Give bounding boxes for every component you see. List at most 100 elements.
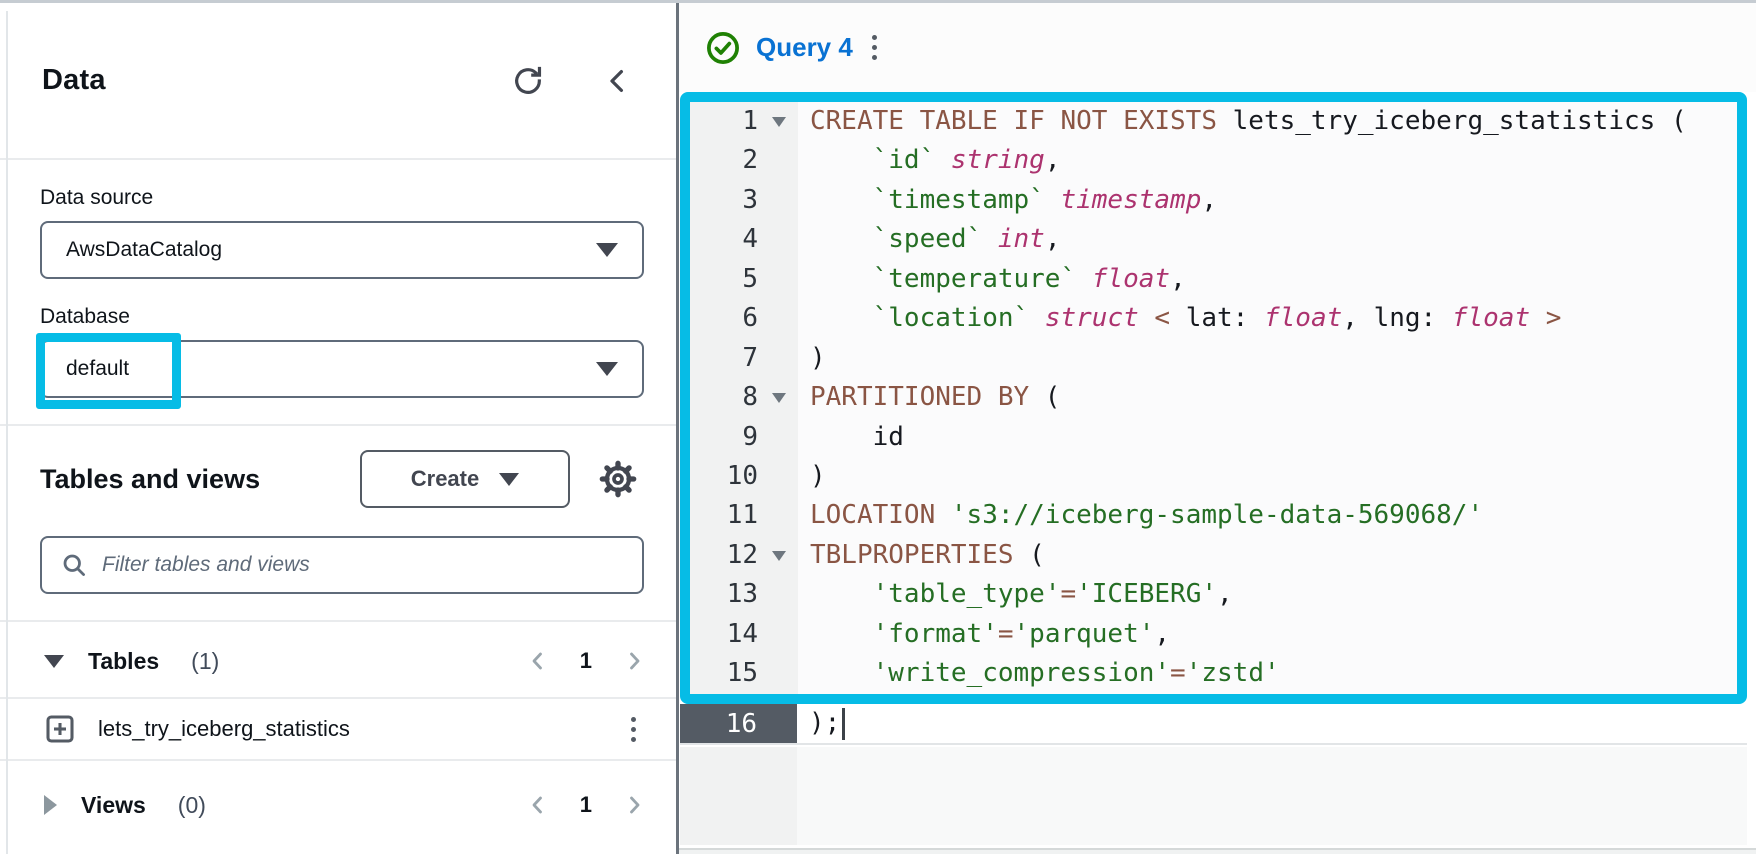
tables-page-number: 1 <box>579 648 592 673</box>
chevron-left-icon[interactable] <box>526 792 550 818</box>
database-label: Database <box>40 305 130 328</box>
create-button[interactable]: Create <box>360 450 570 508</box>
line-number[interactable]: 5 <box>690 259 798 300</box>
code-fold-icon[interactable] <box>772 393 786 404</box>
code-text[interactable]: PARTITIONED BY ( <box>810 382 1061 413</box>
code-line[interactable]: 15 'write_compression'='zstd' <box>690 654 1737 694</box>
table-name[interactable]: lets_try_iceberg_statistics <box>98 716 350 741</box>
divider <box>0 620 676 622</box>
line-number[interactable]: 13 <box>690 575 798 615</box>
code-text[interactable]: 'write_compression'='zstd' <box>872 658 1280 689</box>
settings-button[interactable] <box>598 459 638 499</box>
divider <box>0 158 676 160</box>
chevron-down-icon <box>499 472 520 486</box>
chevron-right-icon[interactable] <box>622 792 646 818</box>
gear-icon <box>598 459 638 499</box>
query-editor: Query 4 1 CREATE TABLE IF NOT EXISTS lets… <box>679 3 1756 854</box>
line-number[interactable]: 2 <box>690 141 798 181</box>
refresh-icon <box>512 65 544 97</box>
data-sidebar: Data <box>0 3 676 854</box>
code-text[interactable]: id <box>810 421 904 452</box>
code-text[interactable]: ) <box>810 342 826 373</box>
tables-and-views-heading: Tables and views <box>40 463 261 494</box>
code-line[interactable]: 1 CREATE TABLE IF NOT EXISTS lets_try_ice… <box>690 102 1737 142</box>
code-line[interactable]: 13 'table_type'='ICEBERG', <box>690 575 1737 615</box>
annotation-box-code: 1 CREATE TABLE IF NOT EXISTS lets_try_ice… <box>680 92 1747 704</box>
text-cursor <box>842 707 846 740</box>
source-form: Data source AwsDataCatalog Database defa… <box>0 160 676 424</box>
active-line-number[interactable]: 16 <box>680 704 797 743</box>
chevron-left-icon[interactable] <box>526 648 550 674</box>
refresh-button[interactable] <box>512 65 544 97</box>
code-text[interactable]: `id` string, <box>872 145 1061 176</box>
filter-field[interactable] <box>40 536 644 594</box>
views-section-row[interactable]: Views (0) 1 <box>0 779 676 831</box>
panel-title: Data <box>42 64 106 96</box>
code-text[interactable]: 'table_type'='ICEBERG', <box>872 579 1233 610</box>
collapse-panel-icon <box>602 65 632 97</box>
data-source-select[interactable]: AwsDataCatalog <box>40 221 644 279</box>
table-row[interactable]: lets_try_iceberg_statistics <box>0 697 676 761</box>
search-icon <box>60 551 88 579</box>
code-text[interactable]: `temperature` float, <box>872 263 1186 294</box>
caret-down-icon[interactable] <box>44 654 64 668</box>
code-line[interactable]: 4 `speed` int, <box>690 220 1737 260</box>
caret-right-icon[interactable] <box>44 795 57 815</box>
line-number[interactable]: 8 <box>690 378 798 418</box>
code-text[interactable]: ) <box>810 460 826 491</box>
code-line[interactable]: 9 id <box>690 417 1737 457</box>
panel-splitter[interactable] <box>676 3 679 854</box>
line-number[interactable]: 15 <box>690 654 798 694</box>
line-number[interactable]: 1 <box>690 102 798 142</box>
query-tab-bar: Query 4 <box>679 3 1756 92</box>
tables-section-row[interactable]: Tables (1) 1 <box>0 635 676 687</box>
code-line[interactable]: 8 PARTITIONED BY ( <box>690 378 1737 418</box>
line-number[interactable]: 3 <box>690 180 798 221</box>
line-number[interactable]: 6 <box>690 299 798 339</box>
code-line[interactable]: 5 `temperature` float, <box>690 259 1737 300</box>
code-fold-icon[interactable] <box>772 117 786 127</box>
code-text[interactable]: TBLPROPERTIES ( <box>810 539 1045 570</box>
editor-empty-area[interactable] <box>680 747 1747 845</box>
active-line-code[interactable]: ); <box>809 708 841 738</box>
kebab-menu-icon[interactable] <box>627 713 640 746</box>
code-editor-lines[interactable]: 1 CREATE TABLE IF NOT EXISTS lets_try_ice… <box>690 102 1737 694</box>
database-select[interactable]: default <box>36 333 644 409</box>
code-line[interactable]: 10) <box>690 456 1737 497</box>
code-line[interactable]: 6 `location` struct < lat: float, lng: f… <box>690 299 1737 339</box>
code-text[interactable]: CREATE TABLE IF NOT EXISTS lets_try_iceb… <box>810 106 1687 136</box>
code-line[interactable]: 7) <box>690 338 1737 379</box>
line-number[interactable]: 12 <box>690 535 798 576</box>
code-text[interactable]: `timestamp` timestamp, <box>872 184 1218 215</box>
code-line-active[interactable]: 16 ); <box>680 704 1747 745</box>
code-line[interactable]: 2 `id` string, <box>690 141 1737 181</box>
code-fold-icon[interactable] <box>772 550 786 561</box>
code-text[interactable]: `speed` int, <box>872 224 1061 255</box>
line-number[interactable]: 14 <box>690 614 798 655</box>
code-line[interactable]: 12 TBLPROPERTIES ( <box>690 535 1737 576</box>
filter-input[interactable] <box>102 553 624 577</box>
line-number[interactable]: 10 <box>690 456 798 497</box>
tables-count: (1) <box>191 647 220 674</box>
chevron-right-icon[interactable] <box>622 648 646 674</box>
collapse-panel-button[interactable] <box>602 65 632 97</box>
query-tab[interactable]: Query 4 <box>756 32 853 62</box>
code-line[interactable]: 3 `timestamp` timestamp, <box>690 180 1737 221</box>
line-number[interactable]: 9 <box>690 417 798 457</box>
query-kebab-menu-icon[interactable] <box>868 31 881 64</box>
views-count: (0) <box>177 791 206 818</box>
data-source-value: AwsDataCatalog <box>66 238 223 261</box>
code-text[interactable]: `location` struct < lat: float, lng: flo… <box>872 303 1562 334</box>
code-line[interactable]: 11 LOCATION 's3://iceberg-sample-data-569… <box>690 496 1737 536</box>
code-text[interactable]: 'format'='parquet', <box>872 618 1171 649</box>
expand-table-icon[interactable] <box>44 713 76 745</box>
success-check-icon <box>705 30 741 66</box>
line-number[interactable]: 4 <box>690 220 798 260</box>
gutter-column <box>680 747 797 845</box>
divider <box>0 424 676 426</box>
code-line[interactable]: 14 'format'='parquet', <box>690 614 1737 655</box>
code-text[interactable]: LOCATION 's3://iceberg-sample-data-56906… <box>810 500 1484 531</box>
line-number[interactable]: 11 <box>690 496 798 536</box>
line-number[interactable]: 7 <box>690 338 798 379</box>
tables-and-views-header: Tables and views Create <box>0 450 676 508</box>
